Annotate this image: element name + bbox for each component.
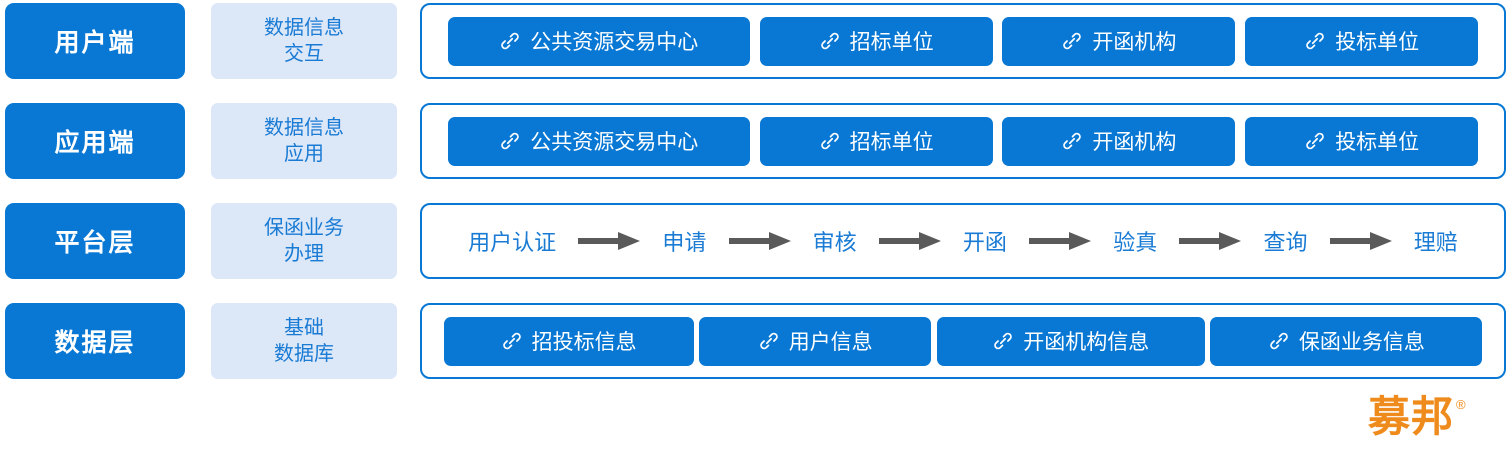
entity-button[interactable]: 投标单位: [1245, 116, 1479, 166]
entity-button[interactable]: 公共资源交易中心: [447, 16, 750, 66]
layer-role-line2: 应用: [284, 143, 324, 165]
layer-content-panel: 用户认证 申请 审核 开函 验真: [420, 203, 1506, 279]
arrow-right-icon: [878, 232, 941, 250]
entity-label: 公共资源交易中心: [530, 31, 699, 54]
link-icon: [759, 332, 778, 350]
layer-role-line2: 办理: [284, 243, 324, 265]
link-icon: [1270, 332, 1288, 350]
flow-step[interactable]: 查询: [1263, 230, 1308, 255]
layer-role-chip: 数据信息 应用: [211, 103, 397, 179]
entity-button[interactable]: 开函机构信息: [936, 316, 1205, 366]
entity-button[interactable]: 投标单位: [1245, 16, 1479, 66]
arrow-right-icon: [1179, 232, 1242, 250]
entity-label: 开函机构信息: [1023, 331, 1150, 354]
layer-content-panel: 公共资源交易中心 招标单位 开函机构: [420, 3, 1506, 79]
registered-trademark-icon: ®: [1456, 397, 1466, 412]
layer-name-label: 平台层: [54, 229, 136, 257]
layer-role-chip: 保函业务 办理: [211, 203, 397, 279]
flow-step[interactable]: 开函: [962, 230, 1007, 255]
layer-row-user-client: 用户端 数据信息 交互 公共资源交易中心: [0, 3, 1512, 79]
layer-row-application: 应用端 数据信息 应用 公共资源交易中心: [0, 103, 1512, 179]
link-icon: [501, 132, 520, 150]
flow-step[interactable]: 理赔: [1413, 230, 1458, 255]
layer-role-line1: 数据信息: [264, 116, 344, 139]
arrow-right-icon: [1329, 232, 1392, 250]
layer-role-line2: 交互: [284, 43, 324, 65]
arrow-right-icon: [578, 232, 641, 250]
layer-name-chip: 用户端: [5, 3, 185, 79]
entity-label: 开函机构: [1092, 31, 1177, 54]
layer-content-panel: 公共资源交易中心 招标单位 开函机构: [420, 103, 1506, 179]
link-icon: [994, 332, 1013, 350]
layer-name-chip: 应用端: [5, 103, 185, 179]
entity-label: 招投标信息: [531, 331, 637, 354]
link-icon: [1063, 132, 1082, 150]
flow-step[interactable]: 申请: [662, 230, 707, 255]
process-flow: 用户认证 申请 审核 开函 验真: [422, 205, 1504, 277]
layer-name-label: 应用端: [54, 129, 136, 157]
brand-logo: 募邦 ®: [1368, 396, 1508, 446]
entity-label: 保函业务信息: [1298, 331, 1425, 354]
layer-role-chip: 数据信息 交互: [211, 3, 397, 79]
link-icon: [502, 332, 521, 350]
entity-label: 招标单位: [849, 31, 934, 54]
layer-role-line1: 基础: [284, 316, 324, 339]
entity-button[interactable]: 招标单位: [759, 116, 993, 166]
entity-button[interactable]: 开函机构: [1002, 116, 1236, 166]
entity-label: 公共资源交易中心: [530, 131, 699, 154]
entity-button[interactable]: 招投标信息: [443, 316, 694, 366]
entity-button[interactable]: 公共资源交易中心: [447, 116, 750, 166]
entity-label: 招标单位: [849, 131, 934, 154]
brand-logo-text: 募邦: [1368, 392, 1455, 441]
layer-role-line1: 保函业务: [264, 216, 344, 239]
layer-name-chip: 平台层: [5, 203, 185, 279]
layer-role-line1: 数据信息: [264, 16, 344, 39]
link-icon: [820, 32, 839, 50]
arrow-right-icon: [1029, 232, 1092, 250]
entity-button[interactable]: 用户信息: [699, 316, 932, 366]
flow-step[interactable]: 审核: [812, 230, 857, 255]
entity-button[interactable]: 招标单位: [759, 16, 993, 66]
link-icon: [1306, 132, 1324, 150]
layer-role-chip: 基础 数据库: [211, 303, 397, 379]
layer-content-panel: 招投标信息 用户信息 开函机构信息: [420, 303, 1506, 379]
arrow-right-icon: [728, 232, 791, 250]
entity-label: 开函机构: [1092, 131, 1177, 154]
entity-label: 用户信息: [788, 331, 873, 354]
flow-step[interactable]: 用户认证: [468, 230, 557, 255]
link-icon: [1063, 32, 1082, 50]
entity-button[interactable]: 保函业务信息: [1210, 316, 1483, 366]
entity-label: 投标单位: [1335, 31, 1420, 54]
layer-name-label: 数据层: [54, 329, 136, 357]
layer-name-chip: 数据层: [5, 303, 185, 379]
layer-role-line2: 数据库: [274, 343, 334, 365]
entity-button[interactable]: 开函机构: [1002, 16, 1236, 66]
entity-label: 投标单位: [1335, 131, 1420, 154]
layer-row-platform: 平台层 保函业务 办理 用户认证 申请 审核 开函: [0, 203, 1512, 279]
link-icon: [501, 32, 520, 50]
layer-name-label: 用户端: [54, 29, 136, 57]
flow-step[interactable]: 验真: [1113, 230, 1158, 255]
link-icon: [1306, 32, 1324, 50]
link-icon: [820, 132, 839, 150]
layer-row-data: 数据层 基础 数据库 招投标信息: [0, 303, 1512, 379]
